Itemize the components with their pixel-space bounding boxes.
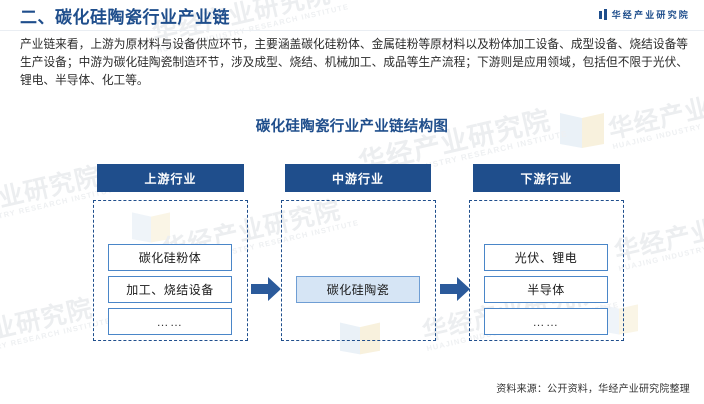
node-upstream-3[interactable]: ……	[108, 308, 232, 335]
node-label: ……	[156, 314, 184, 329]
industry-chain-diagram: 碳化硅陶瓷行业产业链结构图 上游行业 碳化硅粉体 加工、烧结设备 …… 中游行业…	[0, 104, 704, 404]
column-header-midstream: 中游行业	[285, 164, 431, 192]
column-header-downstream: 下游行业	[473, 164, 620, 192]
brand-name: 华经产业研究院	[611, 10, 690, 20]
source-note: 资料来源：公开资料，华经产业研究院整理	[496, 384, 690, 395]
node-label: 加工、烧结设备	[126, 283, 214, 297]
node-label: 碳化硅陶瓷	[326, 283, 390, 297]
arrow-midstream-to-downstream-icon	[440, 277, 470, 301]
column-header-label: 中游行业	[331, 171, 384, 186]
column-header-upstream: 上游行业	[97, 164, 244, 192]
node-downstream-2[interactable]: 半导体	[484, 276, 608, 303]
node-label: 半导体	[527, 283, 565, 297]
column-header-label: 上游行业	[144, 171, 197, 186]
node-downstream-1[interactable]: 光伏、锂电	[484, 244, 608, 271]
node-label: 碳化硅粉体	[138, 251, 202, 265]
page-header: 二、碳化硅陶瓷行业产业链 华经产业研究院	[0, 0, 704, 31]
node-downstream-3[interactable]: ……	[484, 308, 608, 335]
node-midstream-1[interactable]: 碳化硅陶瓷	[296, 276, 420, 303]
header-divider	[0, 30, 704, 31]
node-upstream-1[interactable]: 碳化硅粉体	[108, 244, 232, 271]
node-label: ……	[532, 314, 560, 329]
column-body-upstream	[93, 200, 248, 341]
page-title: 二、碳化硅陶瓷行业产业链	[20, 8, 230, 27]
arrow-upstream-to-midstream-icon	[251, 277, 281, 301]
intro-paragraph: 产业链来看，上游为原材料与设备供应环节，主要涵盖碳化硅粉体、金属硅粉等原材料以及…	[20, 38, 688, 87]
chart-title: 碳化硅陶瓷行业产业链结构图	[255, 119, 449, 135]
node-label: 光伏、锂电	[514, 251, 578, 265]
column-body-downstream	[469, 200, 624, 341]
column-body-midstream	[281, 200, 436, 341]
node-upstream-2[interactable]: 加工、烧结设备	[108, 276, 232, 303]
column-header-label: 下游行业	[520, 171, 573, 186]
book-logo-icon	[599, 9, 607, 20]
brand-logo: 华经产业研究院	[599, 8, 690, 21]
